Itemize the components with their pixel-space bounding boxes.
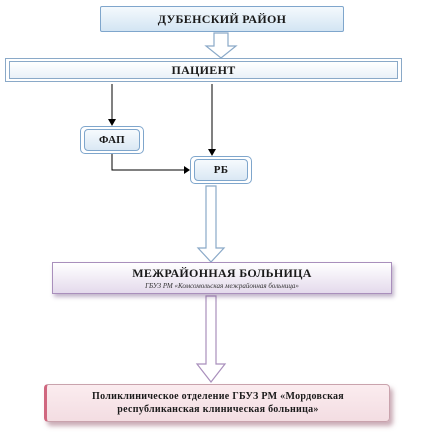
arrowhead-rb-top: [208, 149, 216, 156]
interdistrict-subtitle: ГБУЗ РМ «Комсомольская межрайонная больн…: [145, 282, 299, 290]
district-label: ДУБЕНСКИЙ РАЙОН: [157, 11, 287, 26]
clinic-line-2: республиканская клиническая больница»: [117, 404, 319, 415]
patient-box: ПАЦИЕНТ: [5, 58, 402, 82]
patient-inner: ПАЦИЕНТ: [9, 61, 398, 79]
clinic-line-1: Поликлиническое отделение ГБУЗ РМ «Мордо…: [91, 391, 345, 402]
fap-inner: ФАП: [84, 129, 140, 151]
patient-label: ПАЦИЕНТ: [171, 62, 236, 77]
interdistrict-hospital-box: МЕЖРАЙОННАЯ БОЛЬНИЦА ГБУЗ РМ «Комсомольс…: [52, 262, 392, 294]
interdistrict-title: МЕЖРАЙОННАЯ БОЛЬНИЦА: [132, 266, 312, 280]
rb-label: РБ: [213, 164, 229, 176]
rb-inner: РБ: [194, 159, 248, 181]
clinic-box: Поликлиническое отделение ГБУЗ РМ «Мордо…: [44, 384, 390, 422]
arrowhead-rb-left: [184, 166, 190, 174]
fap-label: ФАП: [99, 134, 125, 146]
arrow-interdistrict-to-clinic: [195, 295, 227, 383]
line-fap-to-rb: [111, 154, 184, 171]
rb-box: РБ: [190, 156, 252, 184]
fap-box: ФАП: [80, 126, 144, 154]
arrow-district-to-patient: [204, 32, 238, 59]
district-box: ДУБЕНСКИЙ РАЙОН: [100, 6, 344, 32]
arrowhead-fap: [108, 119, 116, 126]
arrow-rb-to-interdistrict: [196, 185, 226, 263]
